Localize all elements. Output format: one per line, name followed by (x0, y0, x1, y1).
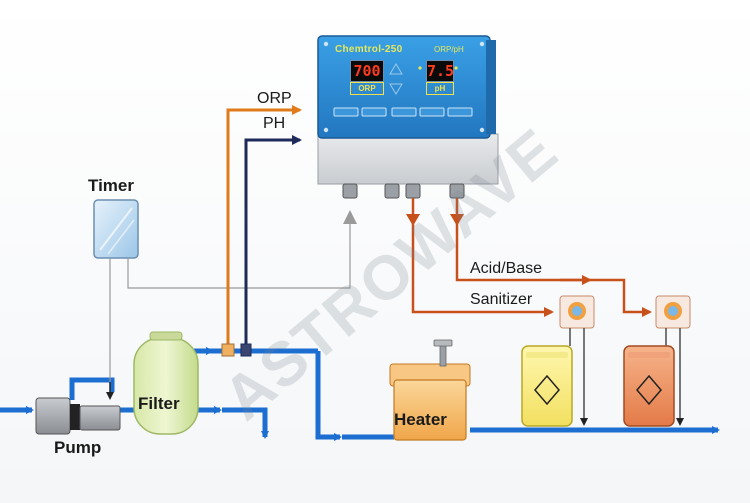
orp-sensor-line (226, 105, 302, 350)
acid-base-port-arrow (450, 214, 464, 226)
filter (133, 331, 199, 435)
ph-sensor-line (244, 135, 302, 350)
controller-subtitle: ORP/pH (434, 45, 464, 54)
controller-title: Chemtrol-250 (335, 44, 403, 55)
orp-display: 700 (350, 60, 384, 82)
timer-wires (109, 222, 351, 382)
orp-label: ORP (257, 90, 292, 107)
sensor-probes (221, 343, 252, 357)
acid-base-dosing-pump (655, 295, 691, 329)
ph-label: PH (263, 115, 286, 132)
acid-base-tank (623, 345, 675, 427)
dosing-lines (569, 328, 684, 426)
sanitizer-label: Sanitizer (470, 291, 533, 308)
orp-display-tag: ORP (350, 82, 384, 95)
controller-relay-arrow (343, 210, 357, 224)
sanitizer-tank (521, 345, 573, 427)
acid-base-label: Acid/Base (470, 260, 543, 277)
sanitizer-dosing-pump (559, 295, 595, 329)
timer (93, 199, 139, 259)
heater (389, 339, 471, 441)
ph-display: 7.5 (426, 60, 455, 82)
ph-display-tag: pH (426, 82, 454, 95)
sanitizer-feed-line (411, 198, 554, 317)
heater-label: Heater (394, 410, 447, 429)
acid-base-feed-line (455, 198, 652, 317)
pump-label: Pump (54, 438, 102, 457)
sanitizer-port-arrow (406, 214, 420, 226)
filter-label: Filter (138, 394, 180, 413)
timer-label: Timer (88, 176, 134, 195)
pump (35, 382, 121, 435)
